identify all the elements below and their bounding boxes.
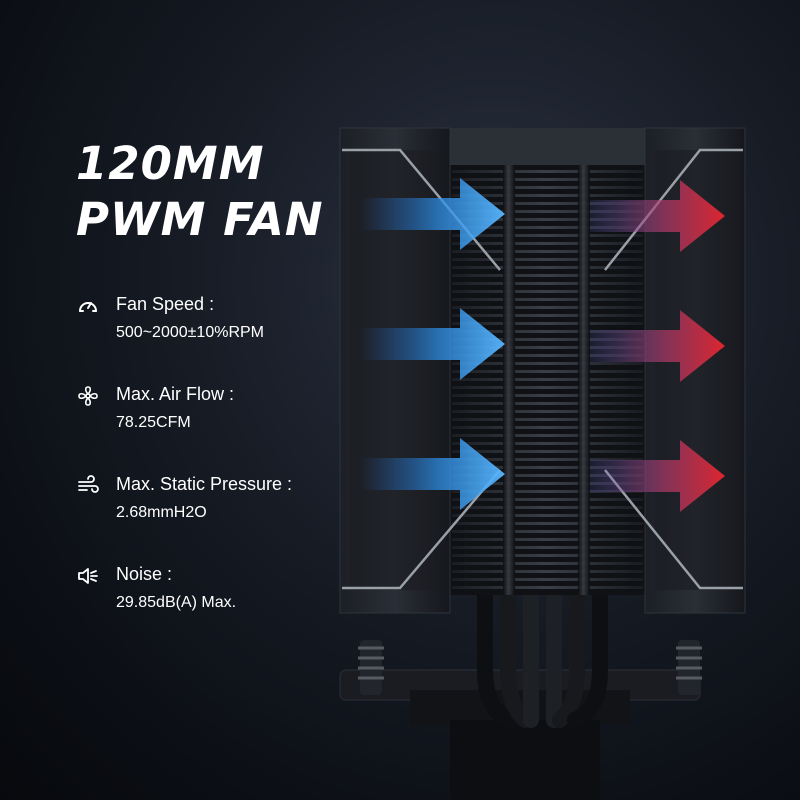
spec-list: Fan Speed : 500~2000±10%RPM Max. Air Flo… xyxy=(76,290,336,650)
heatsink-fin xyxy=(452,226,643,229)
spec-value: 500~2000±10%RPM xyxy=(116,324,264,341)
heatsink-fin xyxy=(452,170,643,173)
airflow-out-arrow-top xyxy=(590,180,725,252)
airflow-in-arrow-bottom xyxy=(360,438,505,510)
heatsink-fin xyxy=(452,490,643,493)
heatsink-fin xyxy=(452,202,643,205)
heatsink-fin xyxy=(452,506,643,509)
heatsink-fin xyxy=(452,362,643,365)
headline-line-2: PWM FAN xyxy=(76,193,324,246)
heatsink-fin xyxy=(452,290,643,293)
heatsink-fin xyxy=(452,210,643,213)
airflow-in-arrow-middle xyxy=(360,308,505,380)
heatsink-fin xyxy=(452,410,643,413)
spec-value: 2.68mmH2O xyxy=(116,504,207,521)
heatsink-fin xyxy=(452,546,643,549)
wind-icon xyxy=(78,475,99,493)
heatsink-fin xyxy=(452,194,643,197)
heatsink-fin xyxy=(452,378,643,381)
spec-label: Max. Air Flow : xyxy=(116,384,235,404)
heatsink-fin xyxy=(452,538,643,541)
heatsink-fin xyxy=(452,386,643,389)
heatsink-fin xyxy=(452,498,643,501)
heatsink-fin xyxy=(452,570,643,573)
heatsink-fin xyxy=(452,314,643,317)
heatsink-fin xyxy=(452,234,643,237)
top-cap xyxy=(450,128,645,168)
heatsink-fin xyxy=(452,458,643,461)
heatsink-fin xyxy=(452,258,643,261)
spec-label: Noise : xyxy=(116,564,173,584)
spec-label: Fan Speed : xyxy=(116,294,215,314)
spec-air-flow: Max. Air Flow : 78.25CFM xyxy=(76,380,336,470)
heatsink-fin xyxy=(452,466,643,469)
speedometer-icon xyxy=(79,302,97,312)
airflow-arrows xyxy=(360,178,725,512)
heat-pipes xyxy=(477,582,608,728)
heatsink-fin xyxy=(452,330,643,333)
spec-value: 29.85dB(A) Max. xyxy=(116,594,237,611)
heatsink-fin xyxy=(452,578,643,581)
airflow-out-arrow-middle xyxy=(590,310,725,382)
heatsink-fin xyxy=(452,370,643,373)
cpu-cooler-illustration xyxy=(320,110,790,800)
heatsink-fin xyxy=(452,266,643,269)
spec-static-pressure: Max. Static Pressure : 2.68mmH2O xyxy=(76,470,336,560)
heatsink-fin xyxy=(452,554,643,557)
speaker-icon xyxy=(78,568,98,584)
heatsink-fin xyxy=(452,586,643,589)
heatsink-fin xyxy=(452,442,643,445)
heatsink-fin xyxy=(452,298,643,301)
heatsink-fin xyxy=(452,178,643,181)
spec-noise: Noise : 29.85dB(A) Max. xyxy=(76,560,336,650)
heatsink-fin xyxy=(452,530,643,533)
heatsink-fin xyxy=(452,474,643,477)
heatsink-fin xyxy=(452,394,643,397)
heatsink-fin xyxy=(452,282,643,285)
headline-line-1: 120MM xyxy=(76,137,265,190)
heatsink-fin xyxy=(452,186,643,189)
heatsink-fin xyxy=(452,346,643,349)
heatsink-fin xyxy=(452,418,643,421)
heatsink-fins xyxy=(450,165,645,595)
heatsink-fin xyxy=(452,450,643,453)
airflow-in-arrow-top xyxy=(360,178,505,250)
heatsink-fin xyxy=(452,218,643,221)
heatsink-fin xyxy=(452,522,643,525)
heatsink-fin xyxy=(452,562,643,565)
spec-fan-speed: Fan Speed : 500~2000±10%RPM xyxy=(76,290,336,380)
headline: 120MM PWM FAN xyxy=(76,136,324,248)
spec-label: Max. Static Pressure : xyxy=(116,474,293,494)
heatsink-fin xyxy=(452,426,643,429)
heatsink-fin xyxy=(452,338,643,341)
heatsink-fin xyxy=(452,354,643,357)
airflow-out-arrow-bottom xyxy=(590,440,725,512)
heatsink-fin xyxy=(452,482,643,485)
heatsink-fin xyxy=(452,306,643,309)
heatsink-fin xyxy=(452,434,643,437)
heatsink-fin xyxy=(452,322,643,325)
heatsink-fin xyxy=(452,514,643,517)
cpu-cooler-svg xyxy=(339,127,746,800)
heatsink-fin xyxy=(452,402,643,405)
heatsink-fin xyxy=(452,242,643,245)
fan-icon xyxy=(78,386,98,406)
heatsink-fin xyxy=(452,274,643,277)
heatsink-fin xyxy=(452,250,643,253)
spec-value: 78.25CFM xyxy=(116,414,191,431)
